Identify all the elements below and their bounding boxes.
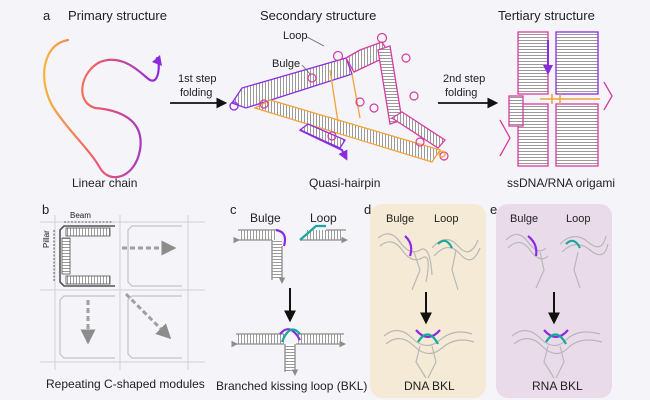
dna-bkl-unpaired [377,233,481,291]
panel-e-letter: e [490,202,497,217]
repeat-arrow-diagonal [124,292,172,340]
panel-d-loop-label: Loop [434,213,458,225]
bkl-combined [231,328,346,376]
primary-structure-title: Primary structure [68,8,167,23]
tertiary-structure-title: Tertiary structure [498,8,595,23]
origami-caption: ssDNA/RNA origami [507,176,615,190]
dna-bkl-paired [383,329,475,379]
loop-callout-line [306,36,325,47]
panel-a-letter: a [43,8,51,23]
bkl-loop-element [299,224,348,244]
panel-a: a Primary structure Secondary structure … [43,8,615,190]
panel-e-loop-label: Loop [566,213,590,225]
panel-e: e Bulge Loop RNA BKL [490,202,612,398]
panel-e-caption: RNA BKL [532,379,583,393]
panel-b: b Beam Pillar Rep [40,202,205,391]
panel-b-letter: b [42,202,49,217]
panel-b-caption: Repeating C-shaped modules [46,377,205,391]
panel-c-bulge-label: Bulge [250,211,281,225]
linear-chain-caption: Linear chain [72,176,137,190]
arrow2-label-line1: 2nd step [443,73,485,85]
c-modules-faint [59,225,182,359]
arrow1-label-line2: folding [180,87,212,99]
panel-d-bulge-label: Bulge [386,213,414,225]
panel-c-caption: Branched kissing loop (BKL) [216,379,367,393]
panel-d: d Bulge Loop DNA BKL [364,202,486,398]
arrow2-label-line2: folding [445,87,477,99]
pillar-label: Pillar [42,230,51,248]
c-module-highlighted [59,225,115,287]
secondary-loop-label: Loop [283,30,307,42]
panel-c-loop-label: Loop [310,211,337,225]
rna-bkl-unpaired [505,233,609,289]
quasi-hairpin [229,32,449,163]
linear-chain-strand [43,38,160,179]
panel-c: c Bulge Loop [216,202,367,393]
panel-e-bulge-label: Bulge [510,213,538,225]
panel-d-letter: d [364,202,371,217]
quasi-hairpin-caption: Quasi-hairpin [309,176,380,190]
rna-bkl-paired [511,329,603,379]
panel-c-letter: c [230,202,237,217]
beam-label: Beam [70,211,91,220]
linear-chain-arrowhead [152,55,162,66]
panel-d-caption: DNA BKL [404,379,455,393]
arrow1-label-line1: 1st step [178,73,217,85]
dna-bkl-background [370,204,486,398]
tertiary-origami [499,31,613,167]
bkl-bulge-element [233,228,287,284]
bulge-callout-line [301,64,311,75]
secondary-structure-title: Secondary structure [260,8,376,23]
secondary-bulge-label: Bulge [272,58,300,70]
